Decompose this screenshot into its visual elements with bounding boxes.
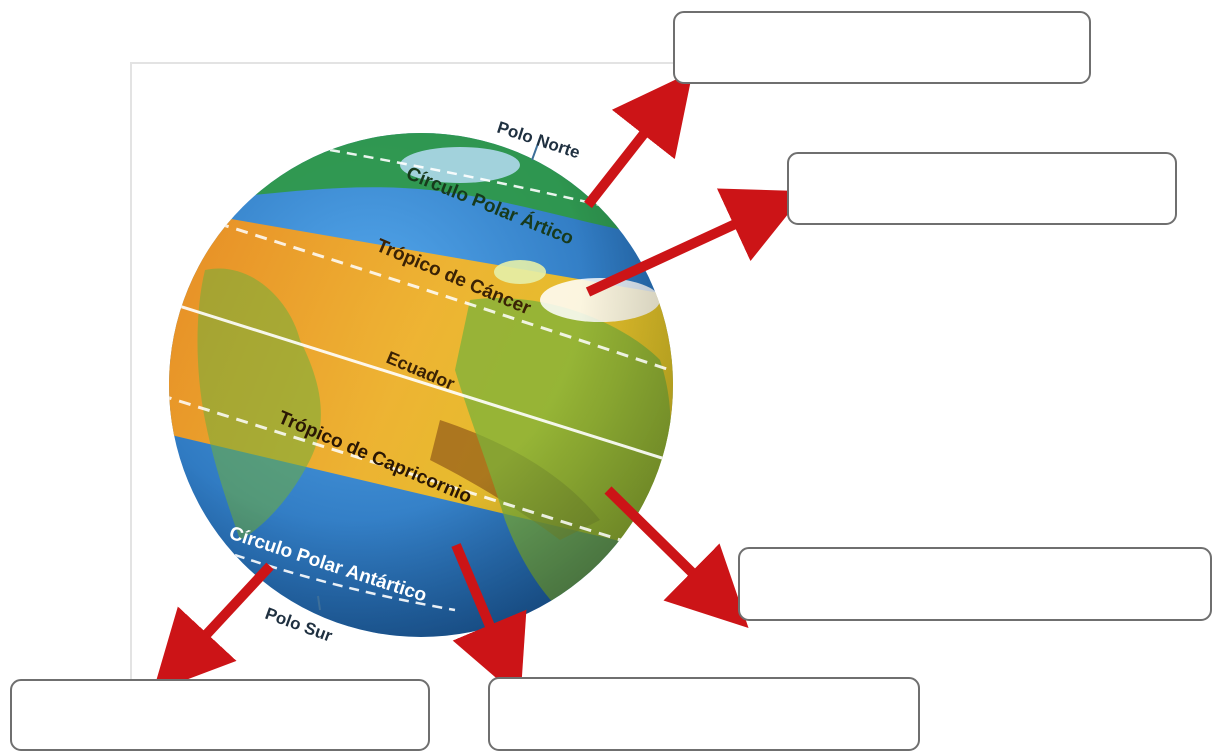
arrow-to-bottom-left-box: [152, 562, 274, 693]
arrow-to-bottom-middle-box: [451, 543, 527, 699]
arctic-circle-line: [329, 148, 601, 207]
answer-box-lower-right[interactable]: [738, 547, 1212, 621]
arrow-to-upper-right-box: [585, 188, 807, 297]
equator-line: [169, 298, 673, 472]
antarctic-circle-line: [234, 553, 456, 612]
arrow-to-top-box: [584, 71, 693, 209]
answer-box-top[interactable]: [673, 11, 1091, 84]
globe: [169, 133, 673, 637]
tropic-of-cancer-line: [169, 203, 673, 382]
answer-box-upper-right[interactable]: [787, 152, 1177, 225]
north-pole-tick: [531, 137, 541, 161]
image-frame: [130, 62, 690, 702]
south-pole-tick: [317, 595, 321, 611]
answer-box-bottom-left[interactable]: [10, 679, 430, 751]
arrow-to-lower-right-box: [604, 486, 749, 629]
answer-box-bottom-middle[interactable]: [488, 677, 920, 751]
